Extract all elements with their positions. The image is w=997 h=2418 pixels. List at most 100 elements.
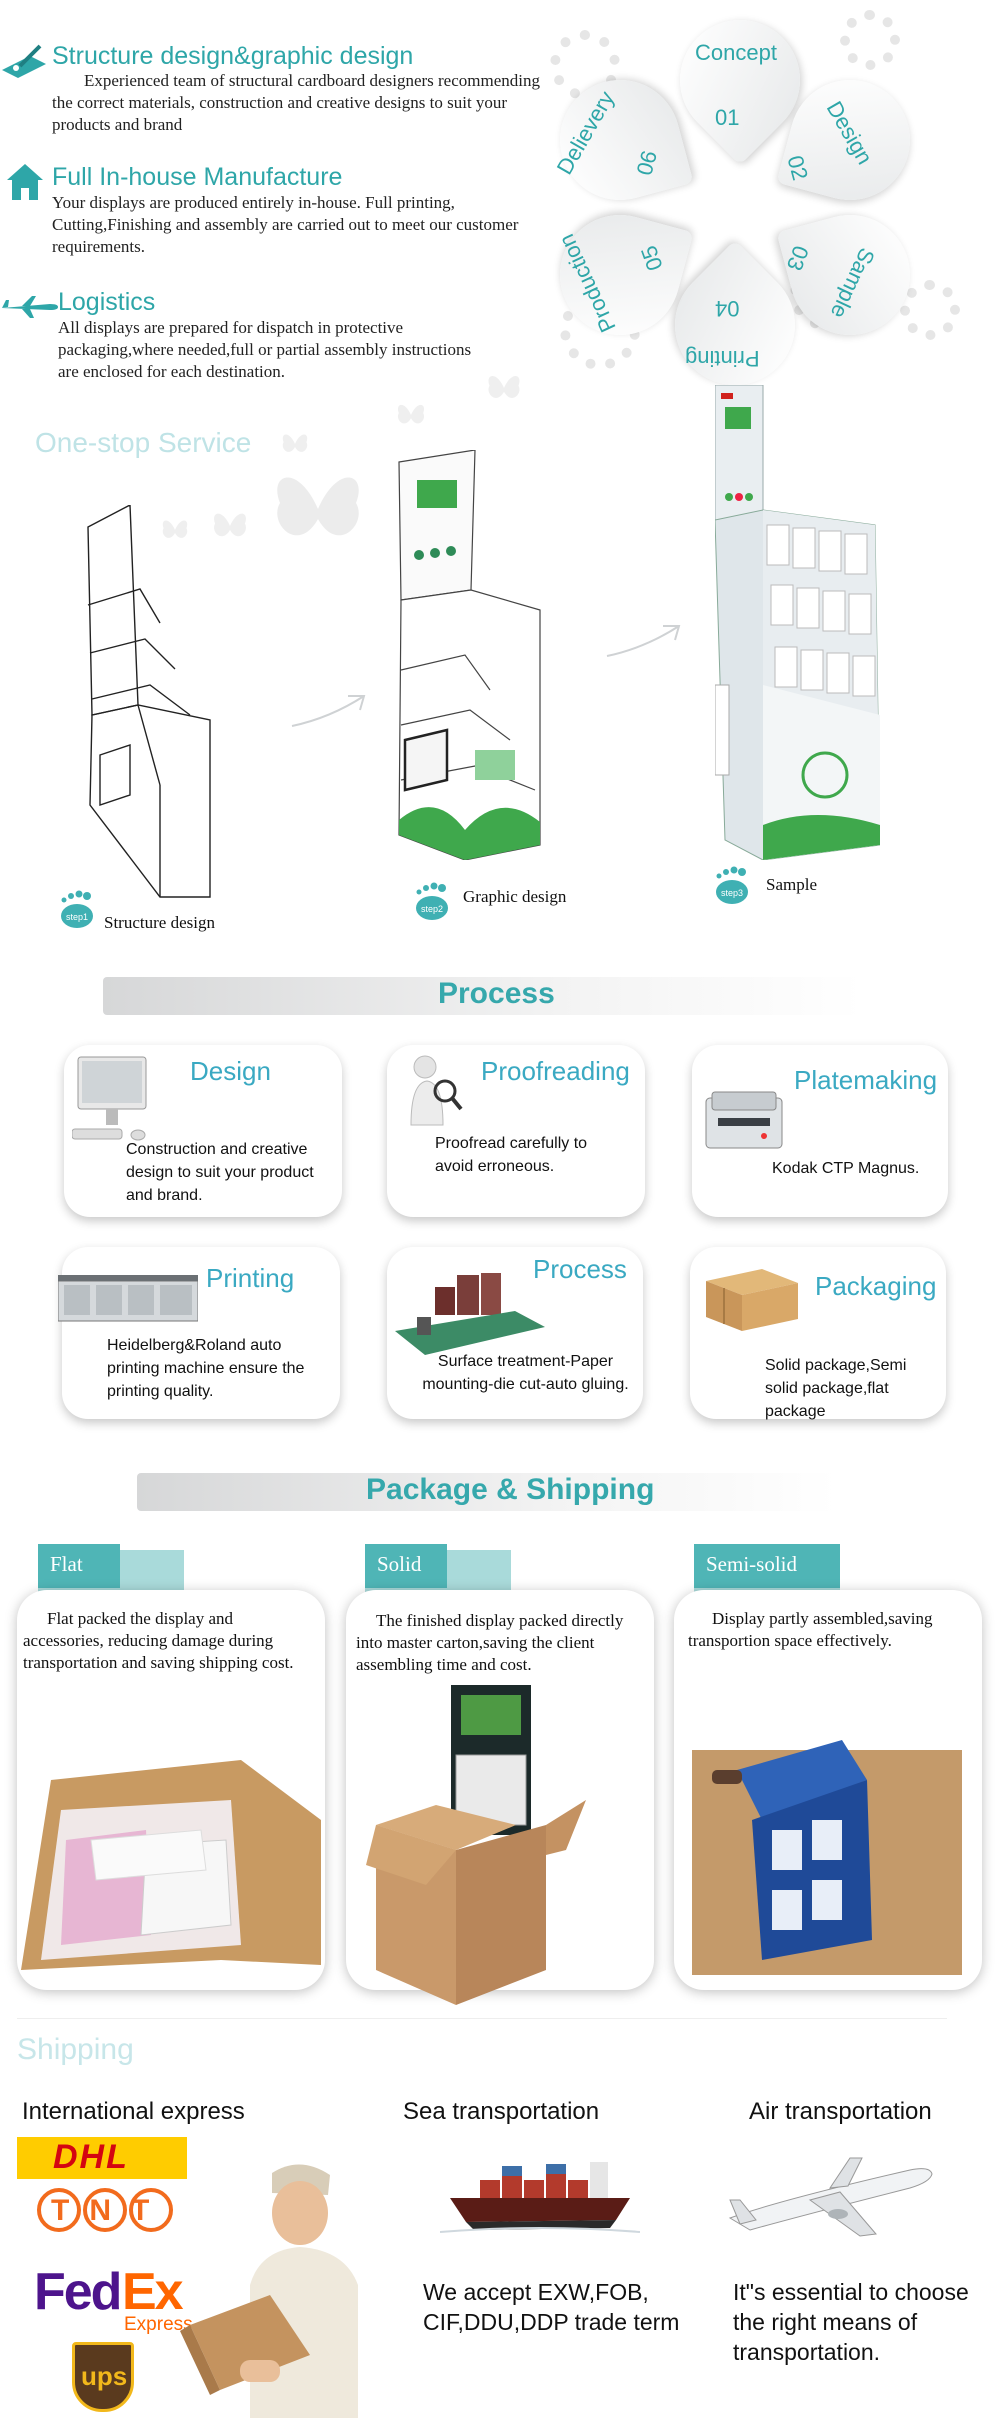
shipping-title: Shipping xyxy=(17,2033,134,2066)
process-card-proofreading: Proofreading Proofread carefully to avoi… xyxy=(387,1045,645,1217)
card-title: Packaging xyxy=(815,1271,937,1301)
tnt-logo: TNT xyxy=(37,2188,177,2232)
card-text: Solid package,Semi solid package,flat pa… xyxy=(765,1357,907,1420)
magnifier-person-icon xyxy=(410,1055,463,1126)
air-shipping-text: It"s essential to choose the right means… xyxy=(733,2279,969,2365)
butterfly-icon xyxy=(397,404,425,424)
butterfly-icon xyxy=(277,477,359,536)
footprint-icon: step2 xyxy=(416,882,448,920)
cargo-ship-photo xyxy=(440,2162,640,2233)
graphic-design-display xyxy=(398,450,541,860)
gear-icon xyxy=(900,280,960,340)
card-text: Proofread carefully to avoid erroneous. xyxy=(435,1135,588,1175)
delivery-man-photo xyxy=(180,2164,358,2418)
card-text: Construction and creative design to suit… xyxy=(126,1141,314,1204)
footprint-icon: step1 xyxy=(61,890,93,928)
computer-icon xyxy=(72,1056,147,1141)
shipping-divider xyxy=(17,2018,947,2019)
package-title: Package & Shipping xyxy=(366,1473,655,1506)
package-text: The finished display packed directly int… xyxy=(356,1611,624,1674)
step-label: Structure design xyxy=(104,913,215,932)
tnt-logo-t2 xyxy=(129,2188,173,2232)
feature-body: Experienced team of structural cardboard… xyxy=(52,71,540,134)
tab-solid[interactable]: Solid xyxy=(365,1544,447,1588)
feature-body: All displays are prepared for dispatch i… xyxy=(58,318,472,381)
shipping-heading-sea: Sea transportation xyxy=(403,2098,600,2125)
wheel-label: Concept xyxy=(695,40,777,65)
card-title: Platemaking xyxy=(794,1065,938,1095)
package-card-semi-solid: Display partly assembled,saving transpor… xyxy=(674,1590,982,1990)
solid-package-photo xyxy=(366,1685,586,2005)
ups-logo: ups xyxy=(72,2342,134,2412)
card-title: Process xyxy=(533,1254,627,1284)
tnt-logo-t1 xyxy=(37,2188,81,2232)
dhl-logo: DHL xyxy=(17,2137,187,2179)
service-wheel: Concept 01 Design 02 Sample 03 Printing … xyxy=(540,0,980,410)
step-badge-text: step1 xyxy=(66,912,88,922)
step-badge-text: step2 xyxy=(421,904,443,914)
flat-package-photo xyxy=(21,1760,321,1970)
package-text: Display partly assembled,saving transpor… xyxy=(688,1609,933,1650)
structure-sketch xyxy=(87,505,211,898)
process-card-packaging: Packaging Solid package,Semi solid packa… xyxy=(690,1247,946,1420)
pen-ruler-icon xyxy=(2,44,46,78)
fedex-logo-fed: Fed xyxy=(34,2263,122,2321)
gear-icon xyxy=(840,10,900,70)
card-title: Design xyxy=(190,1056,271,1086)
wheel-label: Printing xyxy=(685,346,760,371)
fedex-logo: Fed Ex Express xyxy=(34,2262,214,2335)
arrow-icon xyxy=(291,695,366,727)
fedex-logo-express: Express xyxy=(124,2314,193,2335)
tnt-logo-text: TNT xyxy=(51,2194,170,2227)
step-label: Graphic design xyxy=(463,887,567,906)
semi-solid-package-photo xyxy=(692,1740,962,1975)
card-text: Kodak CTP Magnus. xyxy=(772,1160,920,1177)
butterfly-icon xyxy=(488,376,520,398)
package-card-solid: The finished display packed directly int… xyxy=(346,1590,654,2005)
feature-title: Full In-house Manufacture xyxy=(52,163,343,191)
shipping-heading-express: International express xyxy=(22,2098,245,2125)
sample-display-photo xyxy=(715,385,880,860)
cardboard-box-icon xyxy=(706,1269,798,1331)
package-card-flat: Flat packed the display and accessories,… xyxy=(17,1590,325,1990)
shipping-heading-air: Air transportation xyxy=(749,2098,932,2125)
process-card-printing: Printing Heidelberg&Roland auto printing… xyxy=(58,1247,340,1419)
fedex-logo-ex: Ex xyxy=(122,2263,184,2321)
airplane-photo xyxy=(728,2157,933,2237)
process-title: Process xyxy=(438,977,555,1010)
butterfly-icon xyxy=(282,434,308,452)
dhl-logo-text: DHL xyxy=(53,2138,129,2176)
one-stop-title: One-stop Service xyxy=(35,427,252,458)
step-badge-text: step3 xyxy=(721,888,743,898)
feature-body: Your displays are produced entirely in-h… xyxy=(52,193,519,256)
footprint-icon: step3 xyxy=(716,866,748,904)
card-title: Printing xyxy=(206,1263,295,1293)
printing-machine-icon xyxy=(58,1275,198,1322)
process-card-platemaking: Platemaking Kodak CTP Magnus. xyxy=(692,1045,948,1217)
feature-title: Logistics xyxy=(58,288,156,316)
package-text: Flat packed the display and accessories,… xyxy=(23,1609,294,1672)
process-header-bar xyxy=(103,977,863,1015)
feature-title: Structure design&graphic design xyxy=(52,42,414,70)
card-title: Proofreading xyxy=(481,1056,630,1086)
ups-logo-text: ups xyxy=(81,2361,128,2391)
tab-semi-solid[interactable]: Semi-solid xyxy=(694,1544,840,1588)
arrow-icon xyxy=(606,625,681,657)
process-line-icon xyxy=(395,1273,545,1355)
card-text: Surface treatment-Paper mounting-die cut… xyxy=(422,1353,629,1393)
tnt-logo-n xyxy=(83,2188,127,2232)
wheel-num: 01 xyxy=(715,105,740,130)
tab-flat[interactable]: Flat xyxy=(38,1544,120,1588)
ctp-machine-icon xyxy=(705,1091,783,1149)
butterfly-icon xyxy=(162,520,188,538)
card-text: Heidelberg&Roland auto printing machine … xyxy=(107,1337,305,1400)
house-icon xyxy=(7,164,43,200)
wheel-num: 04 xyxy=(715,296,740,321)
butterfly-icon xyxy=(214,513,246,537)
step-label: Sample xyxy=(766,875,817,894)
airplane-icon xyxy=(2,296,58,318)
process-card-process: Process Surface treatment-Paper mounting… xyxy=(387,1247,643,1419)
package-header-bar xyxy=(137,1473,837,1511)
process-card-design: Design Construction and creative design … xyxy=(64,1045,342,1217)
sea-shipping-text: We accept EXW,FOB, CIF,DDU,DDP trade ter… xyxy=(423,2279,680,2335)
